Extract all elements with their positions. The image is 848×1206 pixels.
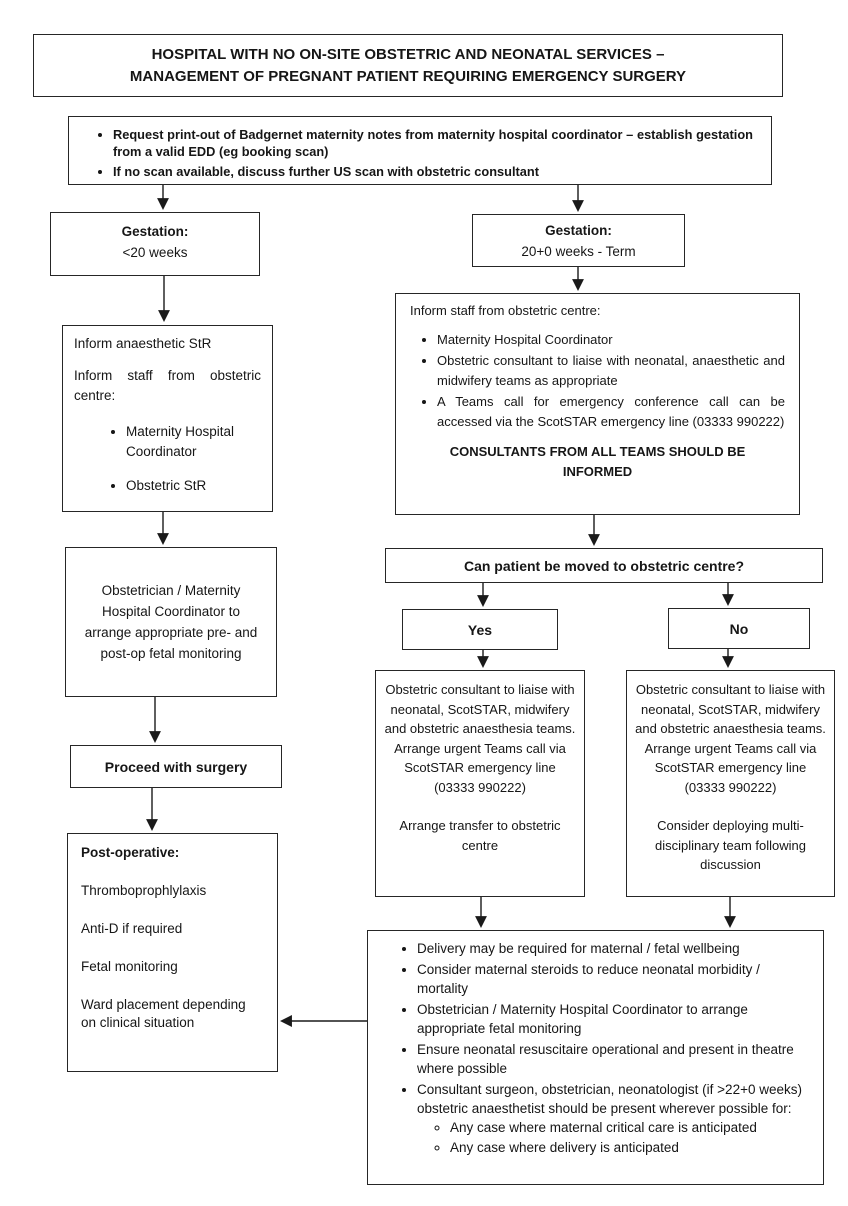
title-line-1: HOSPITAL WITH NO ON-SITE OBSTETRIC AND N… [151,45,665,63]
proceed-with-surgery-box: Proceed with surgery [70,745,282,788]
no-detail-para2: Consider deploying multi-disciplinary te… [654,818,806,872]
title-line-2: MANAGEMENT OF PREGNANT PATIENT REQUIRING… [129,67,687,85]
postop-item: Fetal monitoring [81,959,178,974]
yes-branch-detail-box: Obstetric consultant to liaise with neon… [375,670,585,897]
postop-item: Anti-D if required [81,921,183,936]
gestation-value: <20 weeks [122,245,188,260]
inform-anaesthetic-str-box: Inform anaesthetic StR Inform staff from… [62,325,273,512]
inform-right-bullet: Obstetric consultant to liaise with neon… [437,351,785,390]
intro-box: Request print-out of Badgernet maternity… [68,116,772,185]
no-detail-para1: Obstetric consultant to liaise with neon… [635,682,826,795]
final-bullet-text: Consultant surgeon, obstetrician, neonat… [417,1082,802,1116]
intro-bullet: If no scan available, discuss further US… [113,163,753,180]
proceed-label: Proceed with surgery [104,758,248,775]
intro-bullet-list: Request print-out of Badgernet maternity… [69,117,771,180]
final-bullet: Delivery may be required for maternal / … [417,939,813,958]
gestation-value: 20+0 weeks - Term [521,244,636,259]
postop-item: Thromboprophlylaxis [81,883,207,898]
inform-left-line1: Inform anaesthetic StR [74,336,212,351]
question-label: Can patient be moved to obstetric centre… [463,557,745,574]
inform-left-bullet: Obstetric StR [126,476,261,496]
inform-left-bullet: Maternity Hospital Coordinator [126,422,261,462]
yes-detail-para1: Obstetric consultant to liaise with neon… [384,682,576,795]
consultants-informed-emphasis: CONSULTANTS FROM ALL TEAMS SHOULD BE INF… [449,444,746,479]
delivery-considerations-box: Delivery may be required for maternal / … [367,930,824,1185]
postop-heading: Post-operative: [81,845,180,860]
gestation-heading: Gestation: [545,223,612,238]
inform-left-bullet-list: Maternity Hospital Coordinator Obstetric… [74,418,261,496]
move-patient-question-box: Can patient be moved to obstetric centre… [385,548,823,583]
gestation-heading: Gestation: [121,224,189,239]
final-bullet: Consultant surgeon, obstetrician, neonat… [417,1080,813,1157]
yes-detail-para2: Arrange transfer to obstetric centre [399,818,561,853]
decision-yes-box: Yes [402,609,558,650]
fetal-monitoring-text: Obstetrician / Maternity Hospital Coordi… [84,583,258,661]
inform-right-intro: Inform staff from obstetric centre: [410,303,601,318]
no-branch-detail-box: Obstetric consultant to liaise with neon… [626,670,835,897]
gestation-under-20-weeks-box: Gestation: <20 weeks [50,212,260,276]
fetal-monitoring-arrangement-box: Obstetrician / Maternity Hospital Coordi… [65,547,277,697]
inform-obstetric-centre-box: Inform staff from obstetric centre: Mate… [395,293,800,515]
decision-no-box: No [668,608,810,649]
final-bullet: Consider maternal steroids to reduce neo… [417,960,813,998]
final-sub-bullet-list: Any case where maternal critical care is… [417,1118,813,1157]
inform-right-bullet: Maternity Hospital Coordinator [437,330,785,350]
final-sub-bullet: Any case where maternal critical care is… [450,1118,813,1137]
intro-bullet: Request print-out of Badgernet maternity… [113,126,753,160]
final-bullet: Obstetrician / Maternity Hospital Coordi… [417,1000,813,1038]
inform-right-bullet-list: Maternity Hospital Coordinator Obstetric… [410,330,785,432]
final-bullet: Ensure neonatal resuscitaire operational… [417,1040,813,1078]
yes-label: Yes [467,621,493,638]
post-operative-box: Post-operative: Thromboprophlylaxis Anti… [67,833,278,1072]
title-box: HOSPITAL WITH NO ON-SITE OBSTETRIC AND N… [33,34,783,97]
final-bullet-list: Delivery may be required for maternal / … [378,939,813,1157]
final-sub-bullet: Any case where delivery is anticipated [450,1138,813,1157]
inform-left-line2: Inform staff from obstetric centre: [74,368,261,403]
postop-item: Ward placement depending on clinical sit… [81,997,246,1030]
inform-right-bullet: A Teams call for emergency conference ca… [437,392,785,431]
gestation-20-weeks-to-term-box: Gestation: 20+0 weeks - Term [472,214,685,267]
no-label: No [729,620,749,637]
